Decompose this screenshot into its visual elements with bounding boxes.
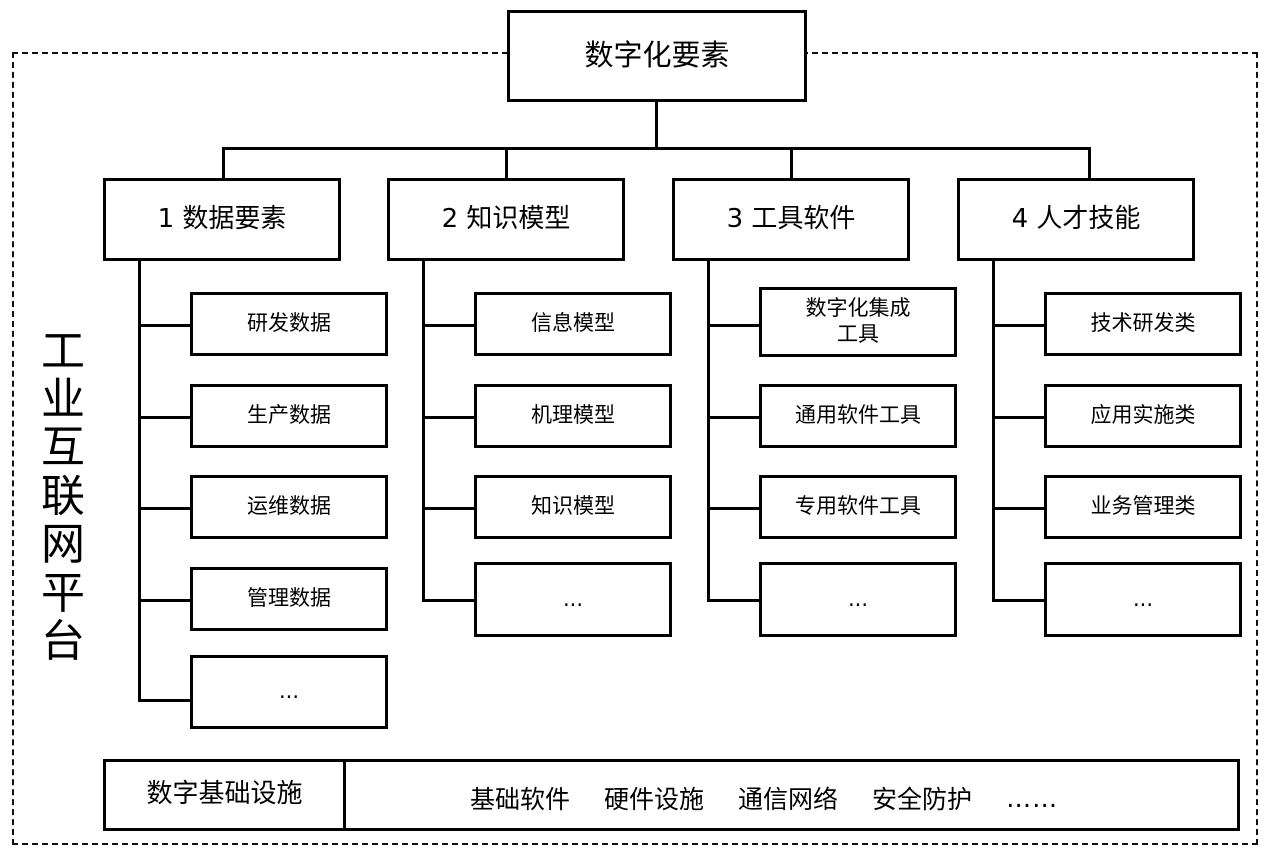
side-label-char-5: 网 xyxy=(41,519,85,571)
leaf-node-4-3[interactable]: 业务管理类 xyxy=(1044,475,1242,539)
side-label-char-1: 工 xyxy=(41,325,85,377)
connector-tick-1-1 xyxy=(138,324,190,327)
connector-tick-1-4 xyxy=(138,599,190,602)
connector-tick-4-3 xyxy=(992,507,1044,510)
leaf-node-3-1[interactable]: 数字化集成 工具 xyxy=(759,287,957,357)
connector-tick-2-3 xyxy=(422,507,474,510)
connector-tick-4-1 xyxy=(992,324,1044,327)
side-label-char-7: 台 xyxy=(41,615,85,667)
connector-spine-category-2 xyxy=(422,261,425,600)
infrastructure-item-ellipsis: …… xyxy=(1006,783,1059,813)
category-node-2[interactable]: 2 知识模型 xyxy=(387,178,625,261)
leaf-node-2-1[interactable]: 信息模型 xyxy=(474,292,672,356)
connector-root-stem xyxy=(655,102,658,147)
leaf-node-1-5-ellipsis[interactable]: ... xyxy=(190,655,388,729)
connector-drop-category-1 xyxy=(222,147,225,178)
connector-tick-3-4 xyxy=(707,599,759,602)
connector-tick-3-1 xyxy=(707,324,759,327)
leaf-node-4-2[interactable]: 应用实施类 xyxy=(1044,384,1242,448)
connector-tick-4-2 xyxy=(992,416,1044,419)
leaf-node-1-1[interactable]: 研发数据 xyxy=(190,292,388,356)
root-node-digital-elements[interactable]: 数字化要素 xyxy=(507,10,807,102)
connector-tick-2-1 xyxy=(422,324,474,327)
connector-spine-category-4 xyxy=(992,261,995,600)
category-node-3[interactable]: 3 工具软件 xyxy=(672,178,910,261)
leaf-node-2-4-ellipsis[interactable]: ... xyxy=(474,562,672,637)
infrastructure-item-2[interactable]: 硬件设施 xyxy=(604,785,705,814)
connector-tick-3-2 xyxy=(707,416,759,419)
side-label-char-2: 业 xyxy=(41,374,85,426)
infrastructure-label-box[interactable]: 数字基础设施 xyxy=(103,759,346,831)
side-label-char-3: 互 xyxy=(41,422,85,474)
category-node-4[interactable]: 4 人才技能 xyxy=(957,178,1195,261)
connector-root-bus xyxy=(222,147,1088,150)
leaf-node-1-4[interactable]: 管理数据 xyxy=(190,567,388,631)
connector-drop-category-3 xyxy=(790,147,793,178)
connector-tick-1-3 xyxy=(138,507,190,510)
side-label-char-6: 平 xyxy=(41,567,85,619)
infrastructure-item-3[interactable]: 通信网络 xyxy=(738,785,839,814)
connector-drop-category-2 xyxy=(505,147,508,178)
leaf-node-1-2[interactable]: 生产数据 xyxy=(190,384,388,448)
leaf-node-2-2[interactable]: 机理模型 xyxy=(474,384,672,448)
connector-tick-1-2 xyxy=(138,416,190,419)
side-label-industrial-internet-platform: 工 业 互 联 网 平 台 xyxy=(26,262,100,732)
leaf-node-3-3[interactable]: 专用软件工具 xyxy=(759,475,957,539)
infrastructure-items: 基础软件 硬件设施 通信网络 安全防护 …… xyxy=(470,780,1058,816)
connector-tick-4-4 xyxy=(992,599,1044,602)
infrastructure-item-4[interactable]: 安全防护 xyxy=(872,785,973,814)
connector-tick-2-2 xyxy=(422,416,474,419)
category-node-1[interactable]: 1 数据要素 xyxy=(103,178,341,261)
leaf-node-4-4-ellipsis[interactable]: ... xyxy=(1044,562,1242,637)
leaf-node-3-2[interactable]: 通用软件工具 xyxy=(759,384,957,448)
connector-tick-2-4 xyxy=(422,599,474,602)
connector-tick-3-3 xyxy=(707,507,759,510)
leaf-node-1-3[interactable]: 运维数据 xyxy=(190,475,388,539)
leaf-node-3-4-ellipsis[interactable]: ... xyxy=(759,562,957,637)
connector-spine-category-1 xyxy=(138,261,141,700)
connector-tick-1-5 xyxy=(138,699,190,702)
side-label-char-4: 联 xyxy=(41,470,85,522)
infrastructure-item-1[interactable]: 基础软件 xyxy=(470,785,571,814)
leaf-node-4-1[interactable]: 技术研发类 xyxy=(1044,292,1242,356)
connector-drop-category-4 xyxy=(1088,147,1091,178)
leaf-node-2-3[interactable]: 知识模型 xyxy=(474,475,672,539)
connector-spine-category-3 xyxy=(707,261,710,600)
